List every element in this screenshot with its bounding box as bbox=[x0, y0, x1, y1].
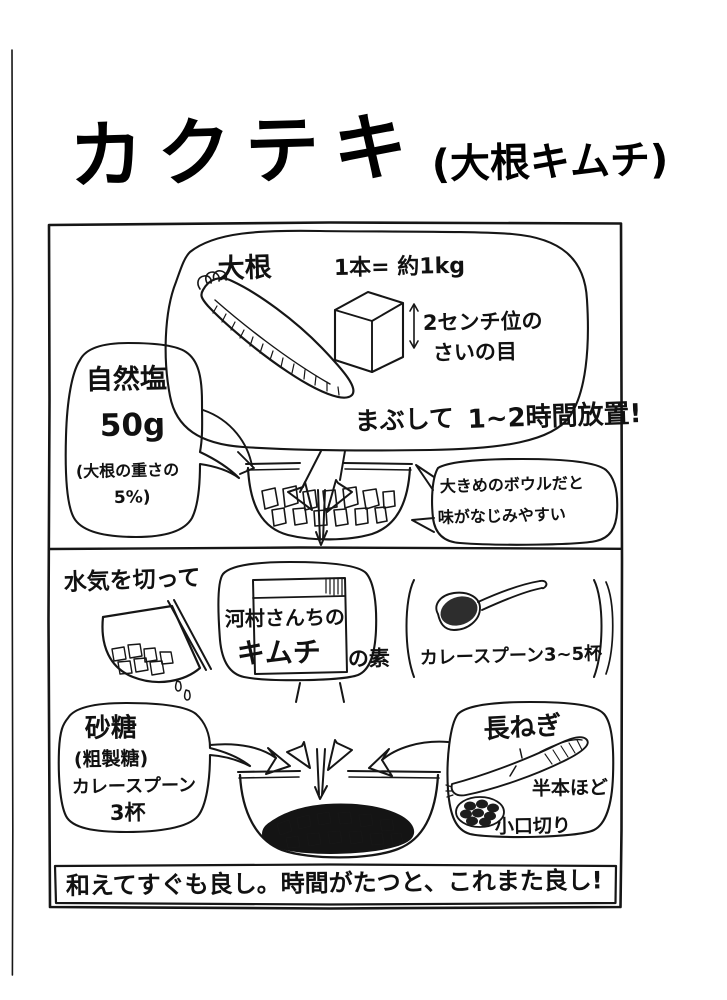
dice-note-line2: さいの目 bbox=[433, 340, 517, 365]
negi-pour-line bbox=[381, 740, 449, 761]
kimchi-base-callout-blob bbox=[217, 560, 378, 682]
dice-note-line1: 2センチ位の bbox=[423, 309, 543, 335]
salt-line1: 自然塩 bbox=[86, 363, 168, 396]
sugar-callout: 砂糖 (粗製糖) カレースプーン 3杯 bbox=[57, 701, 252, 834]
panel-2-seasoning-step: 水気を切って bbox=[53, 560, 618, 906]
salt-line2: 50g bbox=[100, 407, 166, 444]
salt-line3: (大根の重さの bbox=[76, 460, 180, 481]
sugar-pour-line bbox=[209, 743, 277, 759]
bowl-tip-line2: 味がなじみやすい bbox=[438, 505, 566, 527]
diced-cube-drawing bbox=[333, 290, 405, 374]
mixing-bowl-drawing bbox=[245, 462, 413, 541]
kimchi-base-line1: 河村さんちの bbox=[225, 605, 345, 631]
sugar-line1: 砂糖 bbox=[85, 712, 138, 744]
kimchi-base-package: 河村さんちの キムチ の素 bbox=[217, 560, 390, 682]
spoon-callout: カレースプーン3~5杯 bbox=[405, 579, 614, 678]
kimchi-base-line3: の素 bbox=[348, 646, 390, 671]
sliced-negi-pile bbox=[455, 796, 505, 828]
panel-divider bbox=[48, 546, 623, 551]
final-mixing-bowl-drawing bbox=[236, 769, 442, 859]
radish-cubes-in-bowl bbox=[261, 485, 396, 527]
daikon-radish-drawing bbox=[197, 270, 355, 399]
rest-note: 1~2時間放置! bbox=[467, 398, 642, 435]
bottom-caption-box: 和えてすぐも良し。時間がたつと、これまた良し! bbox=[53, 863, 618, 906]
sugar-line2: (粗製糖) bbox=[74, 747, 149, 771]
salt-line4: 5%) bbox=[114, 487, 151, 508]
page-title: カクテキ (大根キムチ) bbox=[68, 104, 669, 200]
negi-line3: 小口切り bbox=[495, 815, 571, 838]
comic-frame bbox=[47, 221, 624, 910]
salt-callout-blob bbox=[64, 341, 241, 539]
left-margin-rule bbox=[11, 49, 14, 976]
negi-callout: 長ねぎ 半本ほど 小口切り bbox=[445, 700, 615, 839]
salt-pour-arrow bbox=[237, 451, 255, 475]
dimension-arrow bbox=[409, 303, 419, 349]
daikon-callout-blob bbox=[164, 229, 589, 452]
title-sub-text: (大根キムチ) bbox=[431, 137, 668, 188]
mix-note: まぶして bbox=[354, 404, 454, 436]
panel-1-salting-step: 大根 1本= 約1kg 2センチ位の さいの目 自然塩 50g (大根の重さの … bbox=[64, 229, 642, 546]
kimchi-base-pour-line-left bbox=[295, 682, 301, 703]
strainer-drawing bbox=[101, 599, 212, 701]
salt-pour-guide bbox=[202, 409, 253, 467]
daikon-pour-right-line bbox=[339, 450, 346, 481]
daikon-label: 大根 bbox=[217, 252, 272, 285]
title-main-text: カクテキ bbox=[68, 104, 422, 200]
kimchi-base-line2: キムチ bbox=[237, 636, 322, 670]
seasoned-kimchi-cubes bbox=[262, 803, 415, 854]
spoon-note: カレースプーン3~5杯 bbox=[420, 642, 604, 669]
weight-note: 1本= 約1kg bbox=[334, 253, 466, 281]
negi-line1: 長ねぎ bbox=[483, 711, 562, 745]
bottom-caption-text: 和えてすぐも良し。時間がたつと、これまた良し! bbox=[66, 866, 603, 900]
converging-arrows bbox=[265, 739, 393, 800]
bowl-tip-callout: 大きめのボウルだと 味がなじみやすい bbox=[411, 457, 619, 546]
sugar-line3: カレースプーン bbox=[72, 774, 197, 798]
drain-note: 水気を切って bbox=[63, 564, 201, 596]
sugar-line4: 3杯 bbox=[110, 800, 146, 825]
negi-line2: 半本ほど bbox=[532, 776, 608, 800]
bowl-tip-line1: 大きめのボウルだと bbox=[440, 473, 584, 496]
kimchi-base-pour-line-right bbox=[339, 682, 345, 703]
